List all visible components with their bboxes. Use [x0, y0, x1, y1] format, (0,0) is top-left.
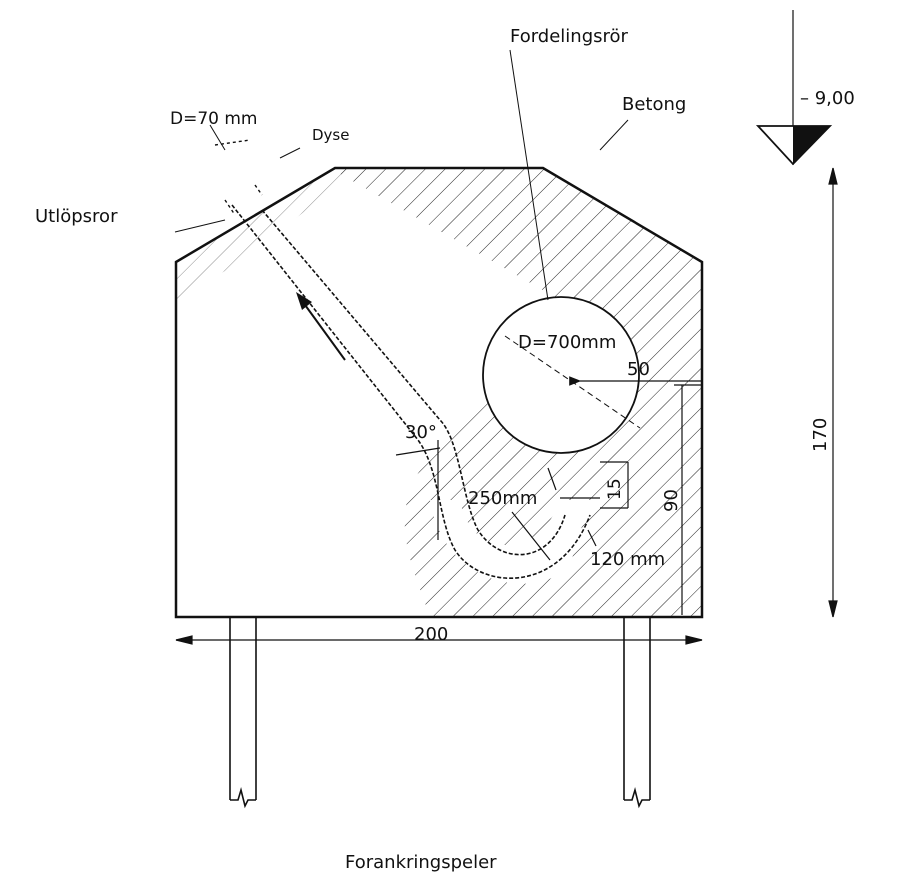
label-fordelingsror: Fordelingsrör	[510, 26, 629, 47]
distribution-pipe	[482, 296, 640, 454]
label-angle: 30°	[405, 422, 437, 443]
label-d-outlet: D=70 mm	[170, 109, 258, 129]
nozzle	[214, 139, 263, 216]
label-r-120: 120 mm	[590, 549, 665, 570]
bend-radius-lines	[511, 511, 597, 561]
flow-arrow	[296, 292, 346, 361]
label-betong: Betong	[622, 94, 686, 115]
angle-mark	[395, 440, 441, 540]
dim-90	[674, 384, 702, 615]
label-dim-170: 170	[810, 418, 831, 452]
label-d-pipe: D=700mm	[518, 332, 616, 353]
label-dyse: Dyse	[312, 126, 349, 144]
anchor-block-outline	[174, 166, 704, 619]
label-dim-15: 15	[605, 478, 625, 500]
dim-15-bracket	[547, 461, 629, 509]
label-utlopsror: Utlöpsror	[35, 206, 118, 227]
label-forankringspeler: Forankringspeler	[345, 852, 497, 873]
label-r-250: 250mm	[468, 488, 537, 509]
anchor-pile-left	[229, 617, 257, 809]
water-level-symbol	[755, 125, 833, 166]
dim-200	[175, 635, 703, 645]
label-level: – 9,00	[800, 88, 855, 109]
anchor-pile-right	[623, 617, 651, 809]
outlet-pipe	[231, 204, 591, 579]
leader-lines	[174, 49, 629, 301]
label-dim-200: 200	[414, 624, 448, 645]
label-dim-90: 90	[661, 489, 682, 512]
label-dim-50: 50	[627, 359, 650, 380]
concrete-hatch	[176, 168, 702, 617]
